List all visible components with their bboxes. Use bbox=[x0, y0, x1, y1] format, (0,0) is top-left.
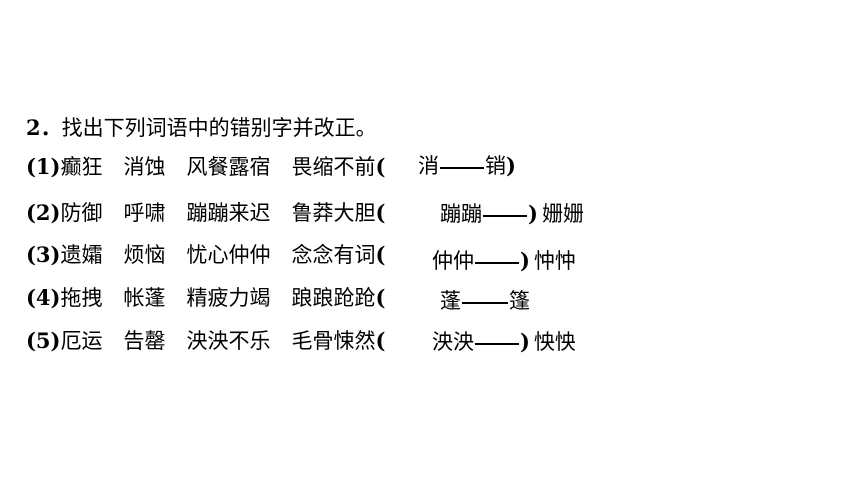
row-number: (5) bbox=[26, 328, 61, 353]
open-paren: ( bbox=[375, 328, 386, 353]
wrong-char: 消 bbox=[418, 154, 439, 178]
wrong-char: 蓬 bbox=[440, 289, 461, 313]
open-paren: ( bbox=[375, 154, 386, 179]
close-paren: ) bbox=[520, 329, 530, 354]
question-text: 找出下列词语中的错别字并改正。 bbox=[61, 116, 377, 140]
wrong-char: 蹦蹦 bbox=[440, 202, 482, 226]
row-4: (4)拖拽 帐蓬 精疲力竭 踉踉跄跄( bbox=[26, 284, 385, 312]
row-words: 遗孀 烦恼 忧心仲仲 念念有词 bbox=[60, 243, 376, 267]
row-words: 厄运 告罄 泱泱不乐 毛骨悚然 bbox=[60, 329, 376, 353]
row-words: 癫狂 消蚀 风餐露宿 畏缩不前 bbox=[60, 155, 376, 179]
correct-char: 忡忡 bbox=[533, 249, 576, 273]
close-paren: ) bbox=[506, 153, 516, 178]
correct-char: 怏怏 bbox=[533, 330, 576, 354]
answer-1: 消 销) bbox=[418, 153, 516, 179]
answer-3: 仲仲)忡忡 bbox=[432, 248, 576, 274]
row-2: (2)防御 呼啸 蹦蹦来迟 鲁莽大胆( bbox=[26, 199, 385, 227]
answer-dash bbox=[475, 342, 519, 345]
question-title: 2．找出下列词语中的错别字并改正。 bbox=[26, 114, 377, 142]
row-number: (4) bbox=[26, 285, 61, 310]
wrong-char: 泱泱 bbox=[432, 330, 474, 354]
row-number: (3) bbox=[26, 242, 61, 267]
close-paren: ) bbox=[528, 201, 538, 226]
row-5: (5)厄运 告罄 泱泱不乐 毛骨悚然( bbox=[26, 327, 385, 355]
open-paren: ( bbox=[375, 200, 386, 225]
row-words: 防御 呼啸 蹦蹦来迟 鲁莽大胆 bbox=[60, 201, 376, 225]
correct-char: 篷 bbox=[509, 289, 530, 313]
answer-2: 蹦蹦)姗姗 bbox=[440, 201, 584, 227]
row-number: (2) bbox=[26, 200, 61, 225]
answer-dash bbox=[483, 214, 527, 217]
row-number: (1) bbox=[26, 154, 61, 179]
answer-5: 泱泱)怏怏 bbox=[432, 329, 576, 355]
row-words: 拖拽 帐蓬 精疲力竭 踉踉跄跄 bbox=[60, 286, 376, 310]
correct-char: 姗姗 bbox=[541, 202, 584, 226]
wrong-char: 仲仲 bbox=[432, 249, 474, 273]
row-1: (1)癫狂 消蚀 风餐露宿 畏缩不前( bbox=[26, 153, 385, 181]
row-3: (3)遗孀 烦恼 忧心仲仲 念念有词( bbox=[26, 241, 385, 269]
question-number: 2． bbox=[26, 115, 62, 140]
close-paren: ) bbox=[520, 248, 530, 273]
open-paren: ( bbox=[375, 285, 386, 310]
answer-4: 蓬篷 bbox=[440, 288, 530, 314]
answer-dash bbox=[462, 301, 508, 304]
open-paren: ( bbox=[375, 242, 386, 267]
answer-dash bbox=[440, 166, 484, 169]
correct-char: 销 bbox=[485, 154, 506, 178]
answer-dash bbox=[475, 261, 519, 264]
